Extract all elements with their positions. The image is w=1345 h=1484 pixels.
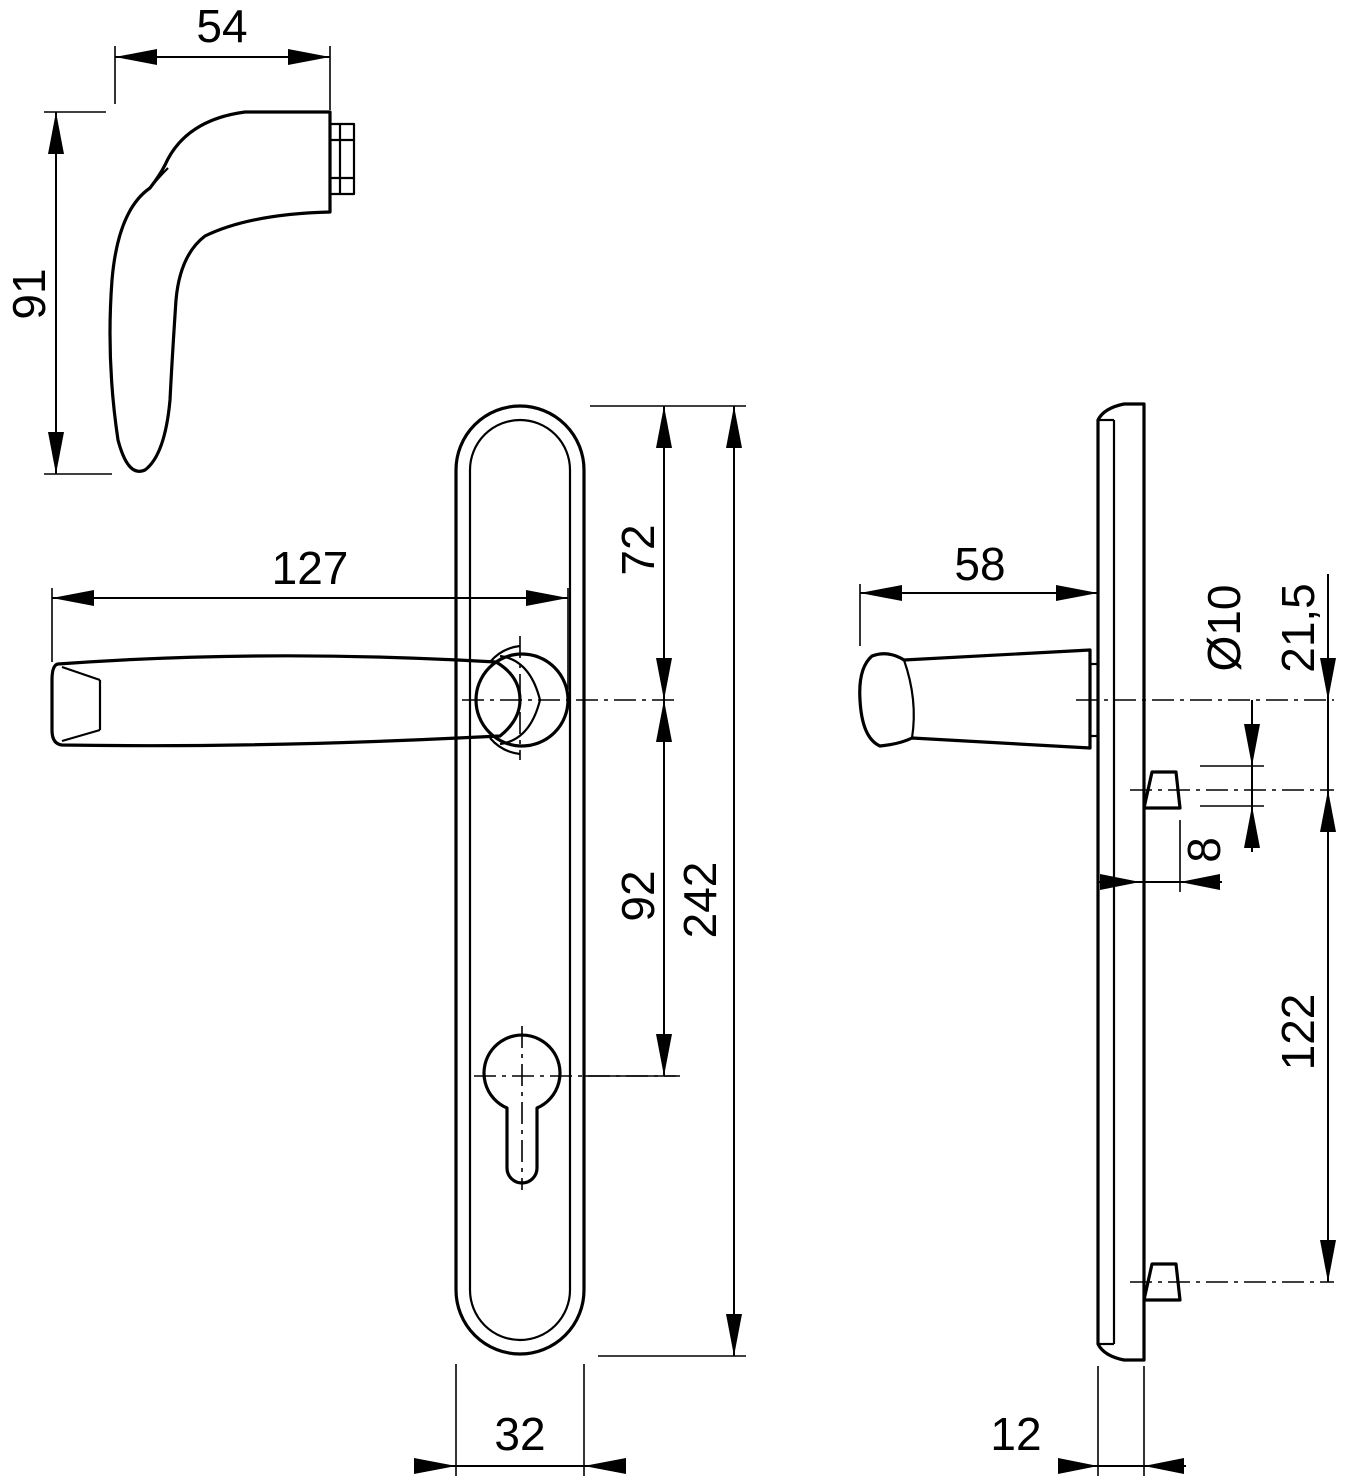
dimension-lever-length: 127 <box>51 542 569 690</box>
lever-profile-outline <box>108 110 332 473</box>
dimension-fixing-spacing: 122 <box>1272 994 1336 1282</box>
keyhole-outline <box>482 1033 562 1185</box>
lever-handle-outline <box>50 654 522 748</box>
fixing-screw-top <box>1130 770 1334 810</box>
lever-front-view <box>50 644 570 756</box>
dimension-plate-length: 242 <box>598 406 746 1357</box>
backplate-inner <box>468 418 572 1342</box>
dim-label-242: 242 <box>674 862 726 939</box>
dimension-fixing-offset: 8 <box>1098 820 1230 892</box>
backplate-front-view <box>454 404 586 1356</box>
dim-label-21-5: 21,5 <box>1272 583 1324 673</box>
dimension-spindle-chain: 72 92 <box>584 405 746 1077</box>
dimension-plate-thickness: 12 <box>990 1366 1186 1476</box>
side-plate-outline <box>1096 402 1146 1362</box>
dim-label-12: 12 <box>990 1408 1041 1460</box>
dimension-lever-height: 91 <box>3 111 112 475</box>
lever-profile-spindle-stub <box>328 122 356 196</box>
dim-label-dia10: Ø10 <box>1198 585 1250 672</box>
dim-label-58: 58 <box>954 538 1005 590</box>
backplate-outer <box>454 404 586 1356</box>
dimension-spindle-diameter: Ø10 <box>1198 585 1264 852</box>
dimension-lever-depth: 54 <box>114 0 331 110</box>
dim-label-54: 54 <box>196 0 247 52</box>
lever-side-outline <box>858 648 1092 750</box>
dimension-lever-projection: 58 <box>859 538 1098 646</box>
lever-side-view <box>858 648 1100 750</box>
dimension-plate-width: 32 <box>414 1364 626 1476</box>
dimension-spindle-to-fixing: 21,5 <box>1272 574 1336 1282</box>
dim-label-91: 91 <box>3 268 55 319</box>
keyhole <box>482 1033 562 1185</box>
lever-profile-inner-line <box>149 167 169 189</box>
dim-label-92: 92 <box>612 870 664 921</box>
fixing-screw-bottom <box>1130 1262 1334 1302</box>
dim-label-122: 122 <box>1272 994 1324 1071</box>
dim-label-32: 32 <box>494 1408 545 1460</box>
dim-label-72: 72 <box>612 524 664 575</box>
dim-label-127: 127 <box>272 542 349 594</box>
lever-profile-view <box>108 110 356 473</box>
dim-label-8: 8 <box>1178 837 1230 863</box>
